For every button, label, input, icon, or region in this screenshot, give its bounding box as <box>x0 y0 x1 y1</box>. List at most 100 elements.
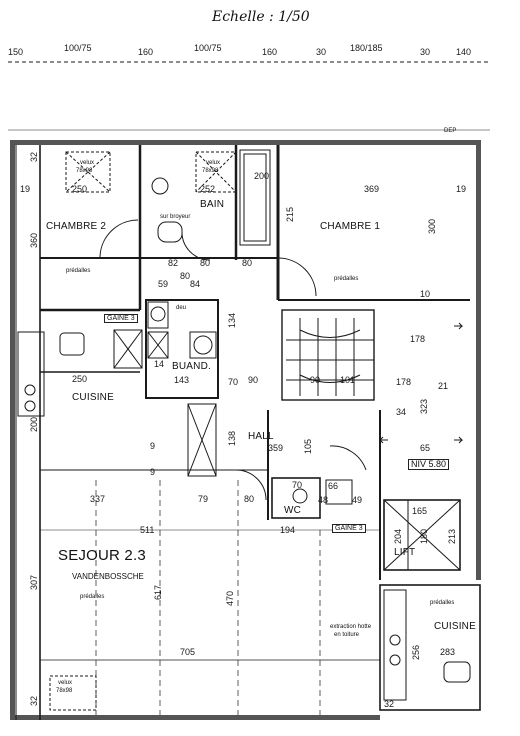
north-wall <box>10 140 480 145</box>
velux-size-2: 78x98 <box>202 168 219 174</box>
room-bain: BAIN <box>200 199 225 210</box>
dim-252: 252 <box>200 184 216 194</box>
top-dim-5: 160 <box>262 47 278 57</box>
room-wc: WC <box>284 505 302 516</box>
dim-59: 59 <box>158 279 169 289</box>
top-dim-8: 30 <box>420 47 431 57</box>
dim-617: 617 <box>153 584 163 600</box>
dim-105: 105 <box>303 438 313 454</box>
room-buanderie: BUAND. <box>172 361 211 372</box>
dim-19-a: 19 <box>20 184 31 194</box>
dim-511: 511 <box>140 525 155 535</box>
dim-82: 82 <box>168 258 179 268</box>
dim-705: 705 <box>180 647 196 657</box>
dim-21: 21 <box>438 381 449 391</box>
dim-49: 49 <box>352 495 363 505</box>
dim-32-c: 32 <box>384 699 395 709</box>
dim-80-a: 80 <box>200 258 211 268</box>
deu-note: deu <box>176 305 187 311</box>
dim-19-b: 19 <box>456 184 467 194</box>
dim-283: 283 <box>440 647 456 657</box>
dim-65: 65 <box>420 443 431 453</box>
dim-178-b: 178 <box>396 377 412 387</box>
room-cuisine-right: CUISINE <box>434 621 476 632</box>
velux-note-2: velux <box>206 160 221 166</box>
level-note: NIV 5.80 <box>408 459 450 470</box>
dim-337: 337 <box>90 494 106 504</box>
velux-size-3: 78x98 <box>56 688 73 694</box>
broyeur-note: sur broyeur <box>160 214 191 220</box>
west-wall <box>10 140 15 720</box>
dim-32-a: 32 <box>29 151 39 162</box>
dim-323: 323 <box>419 398 429 414</box>
dim-300: 300 <box>427 218 437 234</box>
predalles-note-3: prédalles <box>80 594 105 600</box>
sejour-owner: VANDENBOSSCHE <box>72 572 144 581</box>
dim-70-b: 70 <box>292 480 303 490</box>
dim-34: 34 <box>396 407 407 417</box>
dim-80-d: 80 <box>244 494 255 504</box>
gaine-label-2: GAINE 3 <box>332 524 366 533</box>
dim-359: 359 <box>268 443 284 453</box>
room-chambre-1: CHAMBRE 1 <box>320 221 381 232</box>
dim-215: 215 <box>285 206 295 222</box>
predalles-note-4: prédalles <box>430 600 455 606</box>
top-dim-2: 100/75 <box>64 43 92 53</box>
dim-369: 369 <box>364 184 380 194</box>
predalles-note-2: prédalles <box>334 276 359 282</box>
dim-213: 213 <box>447 528 457 544</box>
extraction-note: extraction hotte <box>330 624 372 630</box>
room-cuisine: CUISINE <box>72 392 114 403</box>
top-dim-9: 140 <box>456 47 472 57</box>
room-lift: LIFT <box>394 547 416 558</box>
top-dim-3: 160 <box>138 47 154 57</box>
dim-48: 48 <box>318 495 329 505</box>
dim-250-b: 250 <box>72 374 88 384</box>
dim-9-a: 9 <box>150 441 156 451</box>
dim-70: 70 <box>228 377 239 387</box>
dim-165: 165 <box>412 506 428 516</box>
dim-360: 360 <box>29 232 39 248</box>
dim-14: 14 <box>154 359 165 369</box>
scale-title: Echelle : 1/50 <box>212 9 310 25</box>
dep-note: DEP <box>444 128 457 134</box>
east-wall <box>476 140 481 580</box>
velux-size-1: 78x98 <box>76 168 93 174</box>
top-dim-1: 150 <box>8 47 24 57</box>
dim-143: 143 <box>174 375 190 385</box>
level-value: 5.80 <box>428 459 447 469</box>
dim-101: 101 <box>340 375 356 385</box>
top-dim-6: 30 <box>316 47 327 57</box>
dim-10: 10 <box>420 289 431 299</box>
dim-84: 84 <box>190 279 201 289</box>
room-chambre-2: CHAMBRE 2 <box>46 221 107 232</box>
dim-200-b: 200 <box>29 416 39 432</box>
velux-note-1: velux <box>80 160 95 166</box>
room-hall: HALL <box>248 431 274 442</box>
dim-32-b: 32 <box>29 695 39 706</box>
dim-194: 194 <box>280 525 296 535</box>
dim-250: 250 <box>72 184 88 194</box>
dim-200: 200 <box>254 171 270 181</box>
dim-9-b: 9 <box>150 467 156 477</box>
level-label: NIV <box>411 459 427 469</box>
dim-256: 256 <box>411 644 421 660</box>
dim-90-b: 90 <box>310 375 321 385</box>
dim-80-c: 80 <box>180 271 191 281</box>
dim-80-b: 80 <box>242 258 253 268</box>
dim-66: 66 <box>328 481 339 491</box>
dim-180: 180 <box>419 528 429 544</box>
dim-138: 138 <box>227 430 237 446</box>
velux-note-3: velux <box>58 680 73 686</box>
predalles-note-1: prédalles <box>66 268 91 274</box>
south-wall <box>10 715 380 720</box>
dim-134: 134 <box>227 312 237 328</box>
top-dim-7: 180/185 <box>350 43 383 53</box>
top-dim-4: 100/75 <box>194 43 222 53</box>
room-sejour: SEJOUR 2.3 <box>58 547 146 564</box>
dim-90-a: 90 <box>248 375 259 385</box>
dim-307: 307 <box>29 574 39 590</box>
dim-470: 470 <box>225 590 235 606</box>
